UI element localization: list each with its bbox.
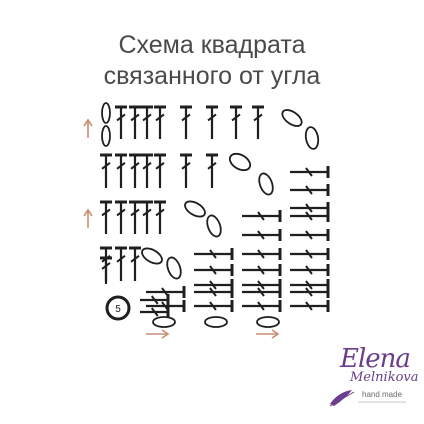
treble-crochet-icon [140,294,170,306]
treble-crochet-icon [129,200,141,234]
chain-stitch-icon [258,172,274,196]
chain-stitch-icon [184,200,206,218]
treble-crochet-icon [290,184,330,196]
treble-crochet-icon [194,248,234,260]
treble-crochet-icon [290,210,330,222]
treble-crochet-icon [242,229,282,241]
chain-stitch-icon [228,152,252,172]
treble-crochet-icon [100,200,112,234]
treble-crochet-icon [290,286,330,298]
treble-crochet-icon [230,105,242,139]
chain-stitch-icon [141,247,163,265]
treble-crochet-icon [242,300,282,312]
treble-crochet-icon [290,300,330,312]
treble-crochet-icon [290,264,330,276]
logo-line-3: hand made [362,390,403,399]
treble-crochet-icon [242,210,282,222]
chain-stitch-icon [256,316,280,328]
arrow-up-head-icon [83,118,93,127]
treble-crochet-icon [206,105,218,139]
treble-crochet-icon [180,153,192,188]
diagram-title: Схема квадрата связанного от угла [0,30,424,92]
treble-crochet-icon [115,200,127,234]
treble-crochet-icon [290,248,330,260]
arrow-right-head-icon [161,329,170,339]
treble-crochet-icon [206,153,218,188]
treble-crochet-icon [129,153,141,188]
title-line-2: связанного от угла [103,62,321,90]
chain-stitch-icon [206,214,222,238]
treble-crochet-icon [154,200,166,234]
treble-crochet-icon [290,202,330,214]
chain-stitch-icon [101,102,111,124]
treble-crochet-icon [242,264,282,276]
logo-line-2: Melnikova [350,370,419,385]
arrow-right-head-icon [271,329,280,339]
treble-crochet-icon [140,306,170,318]
treble-crochet-icon [100,256,112,284]
treble-crochet-icon [115,105,127,139]
treble-crochet-icon [242,248,282,260]
treble-crochet-icon [146,300,186,312]
treble-crochet-icon [154,153,166,188]
treble-crochet-icon [115,246,127,281]
treble-crochet-icon [290,166,330,178]
treble-crochet-icon [290,279,330,291]
chain-stitch-icon [281,109,303,127]
treble-crochet-icon [141,153,153,188]
treble-crochet-icon [290,229,330,241]
treble-crochet-icon [194,279,234,291]
title-line-1: Схема квадрата [118,31,306,59]
treble-crochet-icon [194,286,234,298]
chain-stitch-icon [101,125,111,147]
chain-stitch-icon [304,126,320,150]
treble-crochet-icon [180,105,192,139]
treble-crochet-icon [194,264,234,276]
treble-crochet-icon [242,279,282,291]
treble-crochet-icon [129,105,141,139]
treble-crochet-icon [141,105,153,139]
treble-crochet-icon [115,153,127,188]
treble-crochet-icon [194,300,234,312]
chain-stitch-icon [166,256,182,280]
arrow-up-head-icon [83,208,93,217]
treble-crochet-icon [242,286,282,298]
treble-crochet-icon [129,246,141,281]
treble-crochet-icon [141,200,153,234]
chain-stitch-icon [204,316,228,328]
treble-crochet-icon [100,153,112,188]
chain-stitch-icon [152,316,176,328]
start-marker: 5 [105,295,131,321]
feather-icon [329,390,406,407]
treble-crochet-icon [154,105,166,139]
start-label: 5 [115,304,121,315]
brand-logo: Elena Melnikova hand made [328,344,419,412]
treble-crochet-icon [252,105,264,139]
logo-line-1: Elena [340,344,411,374]
